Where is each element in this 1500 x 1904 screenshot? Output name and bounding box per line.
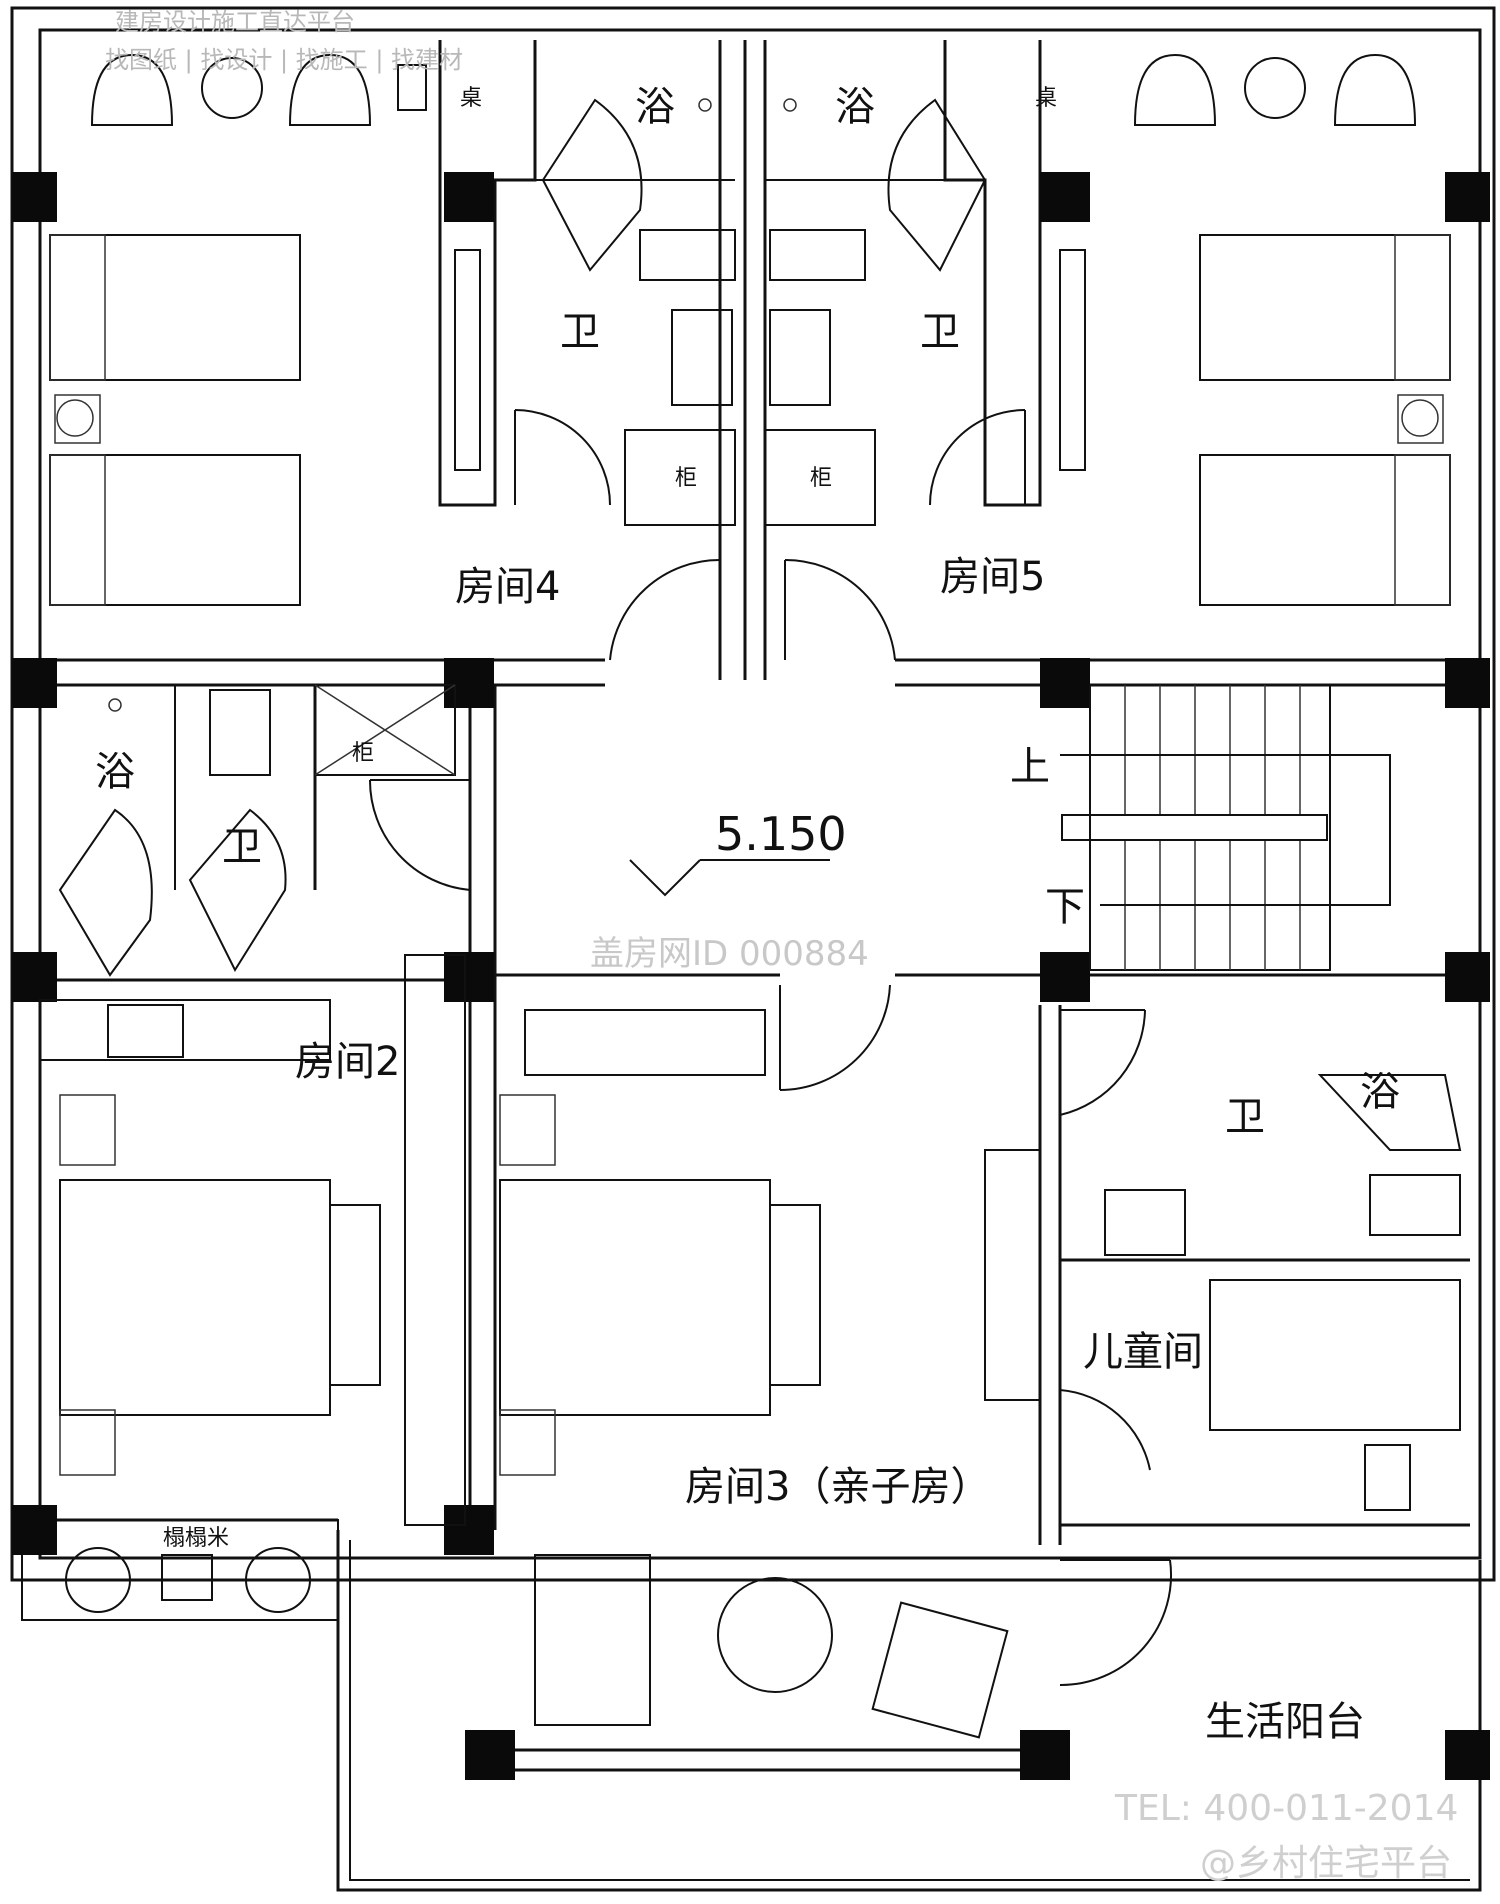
structural-columns [12, 172, 1490, 1780]
label-room5: 房间5 [940, 554, 1045, 600]
watermark-top-line2: 找图纸 | 找设计 | 找施工 | 找建材 [105, 46, 463, 74]
label-bath-room5: 浴 [835, 84, 875, 130]
bathroom-room4 [541, 98, 736, 406]
label-desk-room4: 桌 [460, 86, 482, 111]
bed-room5 [1199, 234, 1451, 606]
label-room4: 房间4 [455, 564, 560, 610]
staircase [1060, 684, 1391, 971]
watermark-tel: TEL: 400-011-2014 [1114, 1788, 1458, 1829]
label-bath-kids: 浴 [1360, 1069, 1400, 1115]
bathroom-kids [1104, 1074, 1462, 1256]
cabinet-corridor [314, 684, 456, 776]
lounge-chairs-room5 [1133, 53, 1417, 126]
furniture-kids-room [1209, 1279, 1461, 1511]
label-toilet-room5: 卫 [920, 309, 960, 355]
watermark-brand: @乡村住宅平台 [1200, 1843, 1452, 1884]
watermark-id: 盖房网ID 000884 [590, 934, 869, 974]
elevation-value: 5.150 [715, 807, 847, 861]
furniture-room3 [499, 1009, 1041, 1739]
elevation-marker [629, 859, 830, 897]
interior-walls [21, 40, 1480, 1772]
watermark-top-line1: 建房设计施工直达平台 [115, 8, 355, 36]
label-cabinet-room5: 柜 [810, 466, 832, 491]
label-toilet-kids: 卫 [1225, 1094, 1265, 1140]
outer-walls [10, 6, 1496, 1892]
label-bath-room2: 浴 [95, 749, 135, 795]
label-stairs-down: 下 [1045, 884, 1085, 930]
bathroom-room5 [769, 98, 987, 406]
lounge-chairs-room4 [90, 53, 427, 126]
door-swings [368, 409, 1173, 1687]
label-balcony: 生活阳台 [1205, 1699, 1365, 1745]
wardrobe-room5 [1059, 249, 1086, 471]
label-stairs-up: 上 [1010, 744, 1050, 790]
label-toilet-room4: 卫 [560, 309, 600, 355]
label-kids-room: 儿童间 [1083, 1329, 1203, 1375]
bathroom-room2 [58, 685, 287, 977]
wardrobe-room4 [454, 249, 481, 471]
label-tatami: 榻榻米 [163, 1526, 229, 1551]
label-desk-room5: 桌 [1035, 86, 1057, 111]
furniture-room2 [39, 954, 466, 1613]
bed-room4 [49, 234, 301, 606]
label-bath-room4: 浴 [635, 84, 675, 130]
label-toilet-room2: 卫 [222, 824, 262, 870]
label-room3: 房间3（亲子房） [685, 1464, 990, 1510]
label-room2: 房间2 [295, 1039, 400, 1085]
label-cabinet-corridor: 柜 [352, 741, 374, 766]
label-cabinet-room4: 柜 [675, 466, 697, 491]
